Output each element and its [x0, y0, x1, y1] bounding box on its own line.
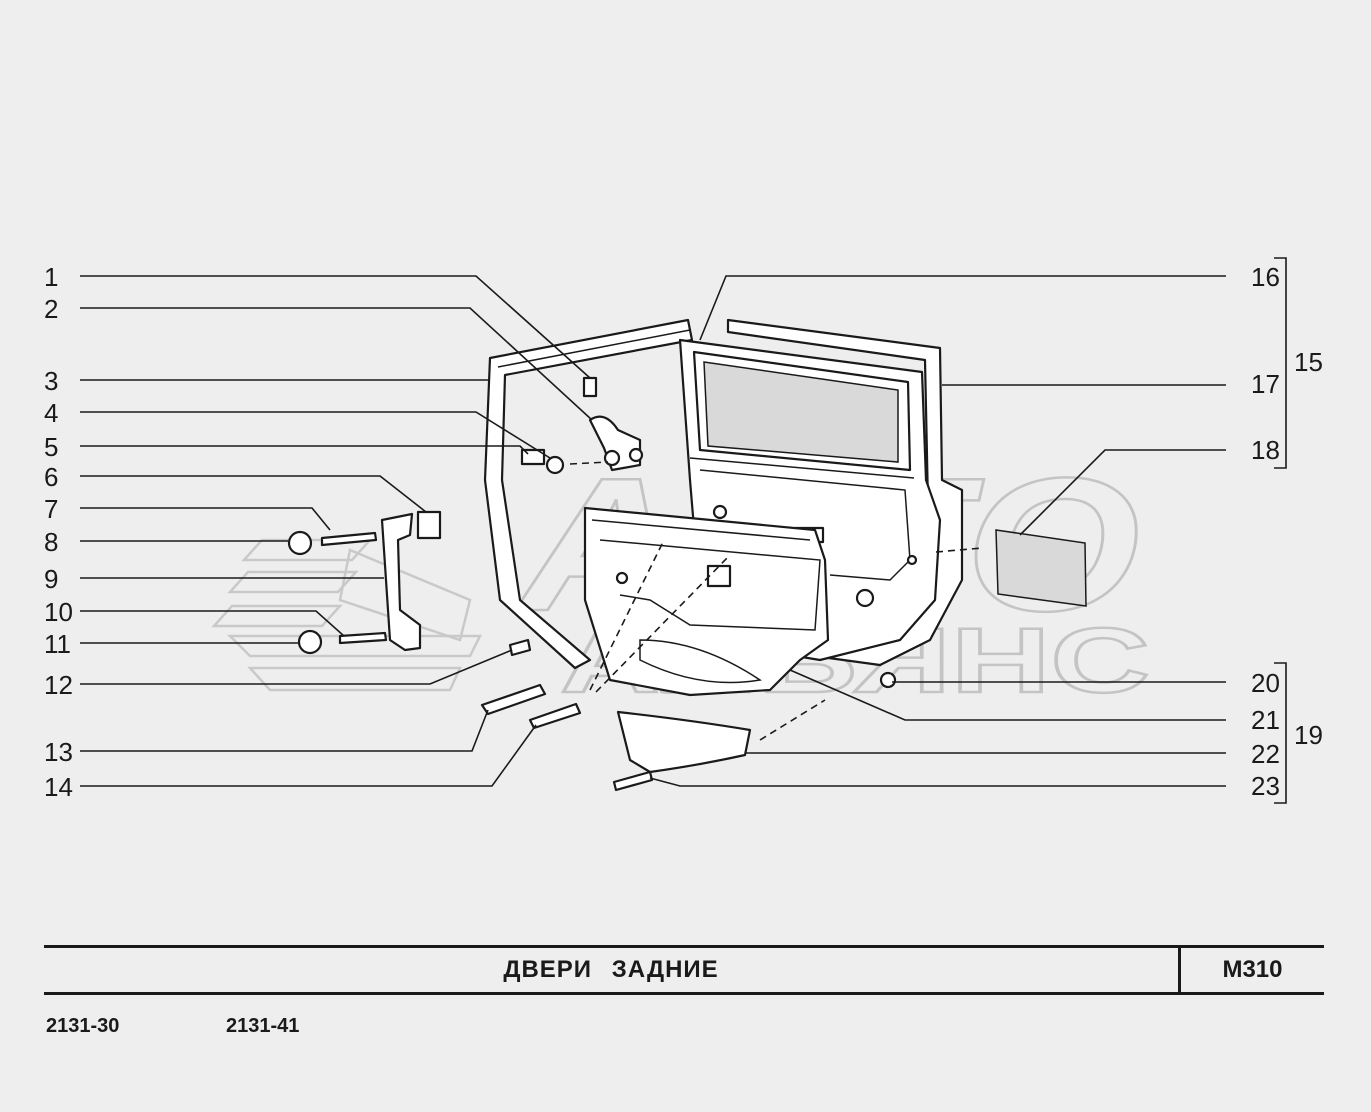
door-frame-outer	[726, 318, 964, 667]
callout-11: 11	[44, 629, 71, 659]
callout-18: 18	[1251, 435, 1280, 465]
group-label-15: 15	[1294, 347, 1323, 377]
callout-16: 16	[1251, 262, 1280, 292]
callout-13: 13	[44, 737, 73, 767]
callout-14: 14	[44, 772, 73, 802]
assembly-lines	[569, 461, 983, 741]
callout-17: 17	[1251, 369, 1280, 399]
page-title: ДВЕРИ ЗАДНИЕ	[44, 948, 1181, 992]
model-code-1: 2131-30	[46, 1015, 120, 1037]
grab-handle	[287, 510, 532, 657]
callout-5: 5	[44, 432, 58, 462]
door-trim-panel	[583, 506, 830, 697]
callout-8: 8	[44, 527, 58, 557]
group-bracket-19	[1274, 662, 1287, 804]
group-bracket-15	[1274, 257, 1287, 469]
callout-6: 6	[44, 462, 58, 492]
callout-10: 10	[44, 597, 73, 627]
callout-12: 12	[44, 670, 73, 700]
group-label-19: 19	[1294, 720, 1323, 750]
leader-lines-right	[649, 275, 1226, 787]
callout-7: 7	[44, 494, 58, 524]
callout-21: 21	[1251, 705, 1280, 735]
watermark-logo	[211, 538, 483, 692]
model-code-2: 2131-41	[226, 1015, 300, 1037]
callout-3: 3	[44, 366, 58, 396]
page-code: M310	[1222, 956, 1283, 983]
map-pocket	[616, 710, 752, 774]
callout-23: 23	[1251, 771, 1280, 801]
door-seal	[483, 318, 694, 670]
info-plate	[995, 529, 1087, 607]
callout-20: 20	[1251, 668, 1280, 698]
leader-lines-left	[80, 275, 593, 787]
callout-2: 2	[44, 294, 58, 324]
callout-22: 22	[1251, 739, 1280, 769]
callout-1: 1	[44, 262, 58, 292]
title-block: ДВЕРИ ЗАДНИЕ M310	[44, 945, 1324, 995]
hinge-assembly	[520, 376, 644, 475]
callout-4: 4	[44, 398, 58, 428]
screws	[480, 671, 897, 792]
callout-9: 9	[44, 564, 58, 594]
